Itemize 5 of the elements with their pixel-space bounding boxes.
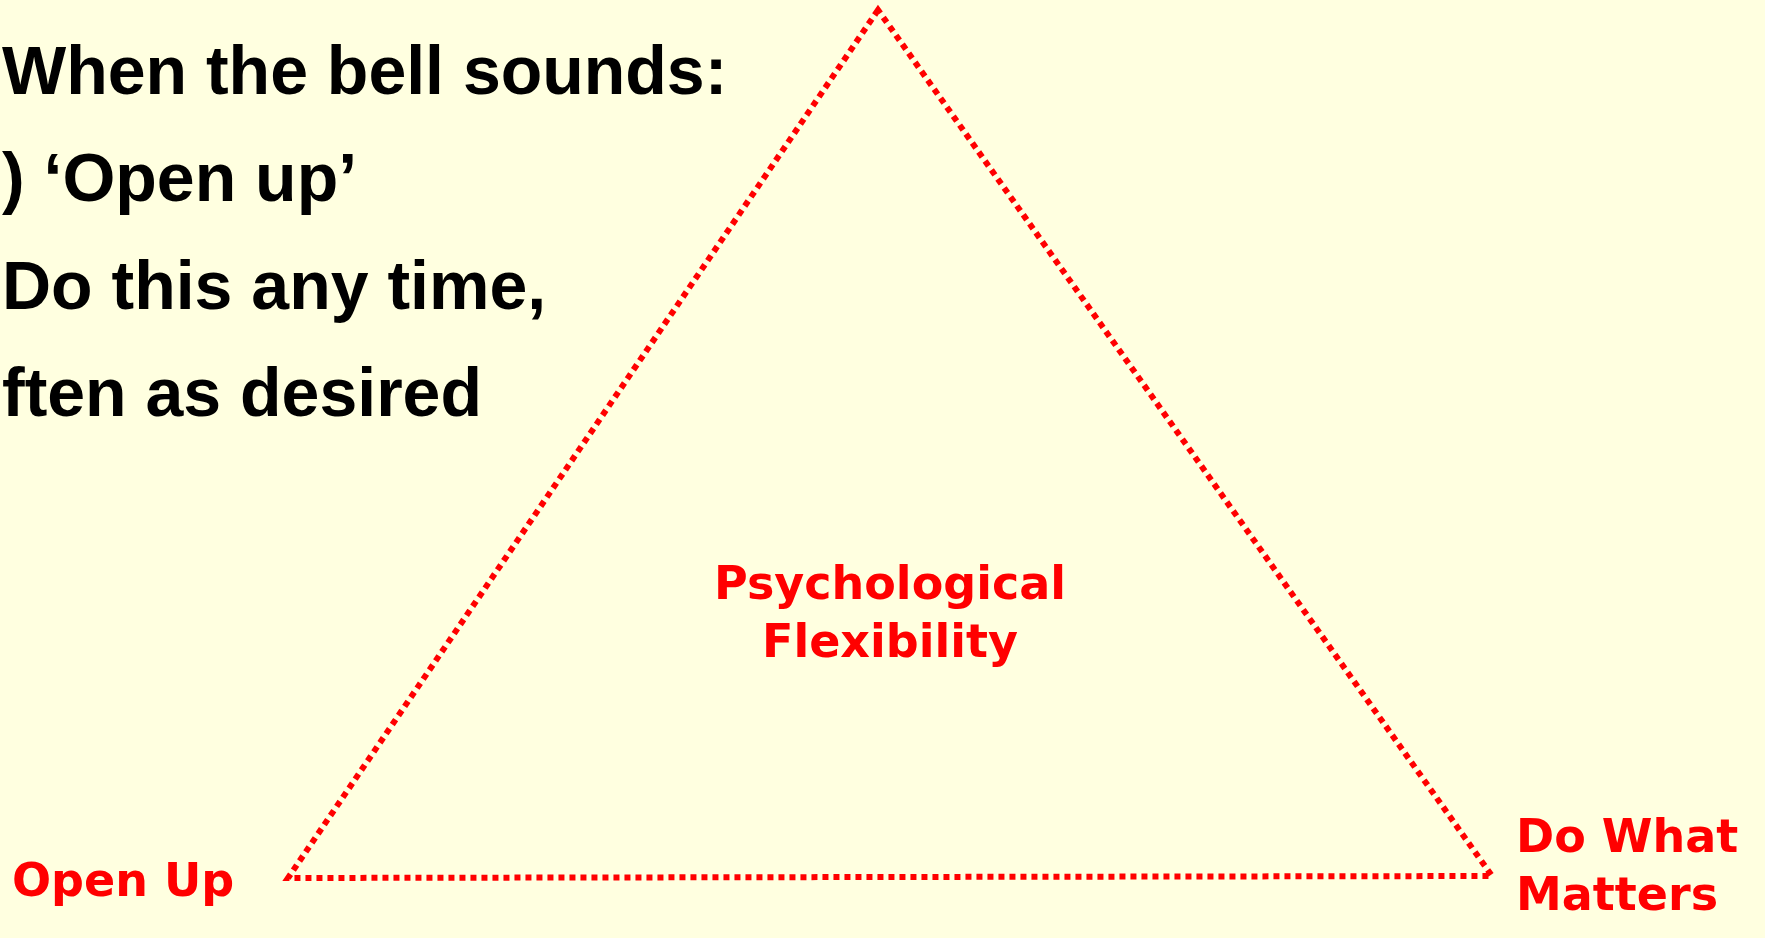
corner-label: Do What Matters — [1516, 808, 1740, 923]
instruction-text: ften as desired — [2, 358, 482, 426]
heading-text: When the bell sounds: — [2, 36, 728, 104]
node-label: Psychological Flexibility — [713, 555, 1067, 670]
corner-label: Open Up — [12, 852, 236, 909]
